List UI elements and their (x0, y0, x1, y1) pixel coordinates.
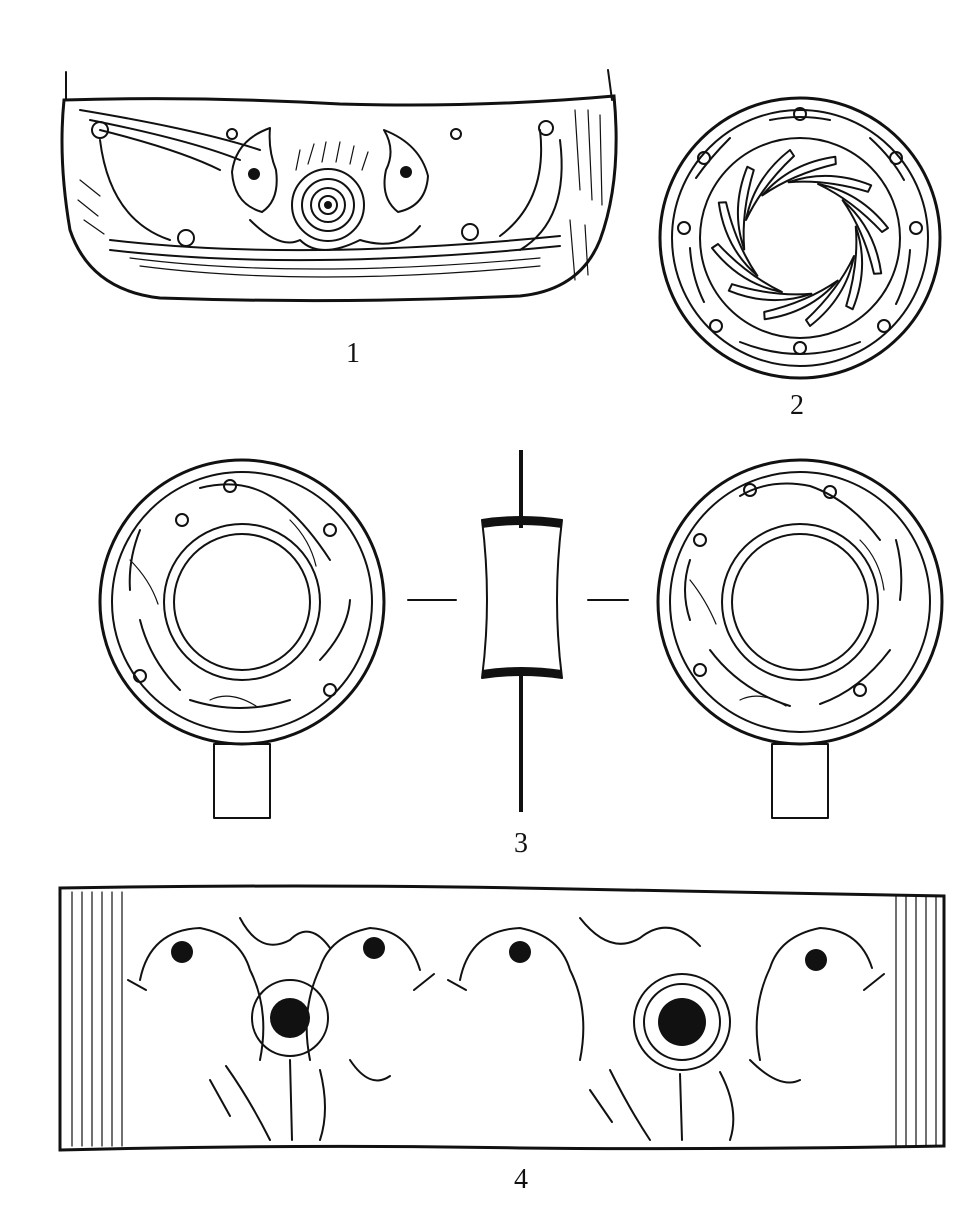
figure-3-label: 3 (514, 828, 528, 859)
figure-1-bowl-drawing (60, 69, 618, 303)
figure-3-left-disc-drawing (98, 458, 386, 819)
figure-4-band-drawing (58, 884, 946, 1152)
figure-2-label: 2 (790, 390, 804, 421)
figure-3-section-drawing (407, 450, 629, 812)
figure-2-roundel-drawing (658, 96, 942, 380)
figure-1-label: 1 (346, 338, 360, 369)
figure-4-label: 4 (514, 1164, 528, 1195)
figure-3-right-disc-drawing (656, 458, 944, 819)
